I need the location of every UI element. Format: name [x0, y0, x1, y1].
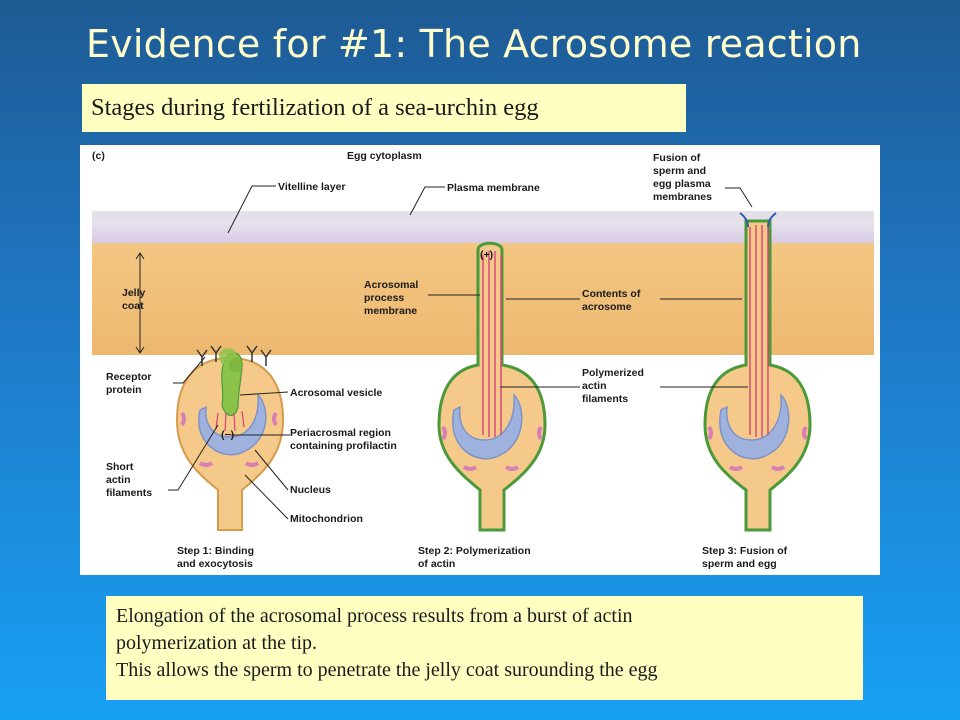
polymerized-actin-step3	[749, 225, 769, 437]
vitelline-layer-label: Vitelline layer	[278, 181, 346, 193]
polymerized-actin-step2	[482, 251, 502, 437]
figure-panel: (c) Egg cytoplasm Vitelline layer Plasma…	[80, 145, 880, 575]
plus-end-label: (+)	[480, 249, 493, 261]
nucleus-label: Nucleus	[290, 484, 331, 496]
jelly-coat-label: Jelly coat	[122, 287, 148, 312]
nucleus-step3	[719, 393, 790, 460]
step3-caption: Step 3: Fusion of sperm and egg	[702, 545, 790, 570]
fusion-label: Fusion of sperm and egg plasma membranes	[653, 152, 714, 203]
fusion-point	[739, 212, 777, 228]
plasma-membrane-label: Plasma membrane	[447, 182, 540, 194]
acrosomal-process-membrane-label: Acrosomal process membrane	[364, 279, 421, 317]
mitochondrion-step1	[180, 411, 186, 427]
caption-line-2: polymerization at the tip.	[116, 632, 318, 654]
caption-line-1: Elongation of the acrosomal process resu…	[116, 605, 633, 627]
sperm-step1	[175, 345, 285, 531]
sperm-step3	[703, 212, 812, 532]
subtitle-text: Stages during fertilization of a sea-urc…	[91, 94, 539, 121]
subtitle-box: Stages during fertilization of a sea-urc…	[82, 84, 686, 132]
mitochondrion-step3	[707, 425, 713, 441]
receptor-protein-label: Receptor protein	[106, 371, 154, 396]
acrosomal-vesicle-label: Acrosomal vesicle	[290, 387, 382, 399]
short-actin-label: Short actin filaments	[106, 461, 152, 499]
sperm-step2	[437, 241, 547, 532]
receptor-proteins	[196, 345, 272, 366]
mitochondrion-step2	[441, 425, 447, 441]
plasma-membrane-band	[92, 221, 874, 243]
egg-cytoplasm-label: Egg cytoplasm	[347, 150, 422, 162]
periacrosmal-region-label: Periacrosmal region containing profilact…	[290, 427, 397, 452]
mitochondrion-label: Mitochondrion	[290, 513, 363, 525]
fertilization-diagram: (c) Egg cytoplasm Vitelline layer Plasma…	[92, 150, 874, 570]
vitelline-band	[92, 211, 874, 221]
step2-caption: Step 2: Polymerization of actin	[418, 545, 534, 570]
acrosomal-process-step2	[437, 241, 547, 532]
panel-label: (c)	[92, 150, 105, 162]
step1-caption: Step 1: Binding and exocytosis	[177, 545, 257, 570]
slide-title: Evidence for #1: The Acrosome reaction	[86, 22, 862, 66]
contents-of-acrosome-label: Contents of acrosome	[582, 288, 643, 313]
caption-box: Elongation of the acrosomal process resu…	[106, 596, 863, 700]
fused-process-step3	[703, 219, 812, 532]
caption-line-3: This allows the sperm to penetrate the j…	[116, 659, 658, 681]
nucleus-step2	[452, 393, 523, 460]
polymerized-actin-label: Polymerized actin filaments	[582, 367, 647, 405]
nucleus-step1	[198, 393, 267, 456]
minus-end-label: (−)	[221, 429, 234, 441]
short-actin-step1	[215, 410, 245, 432]
leader-lines	[135, 185, 753, 520]
